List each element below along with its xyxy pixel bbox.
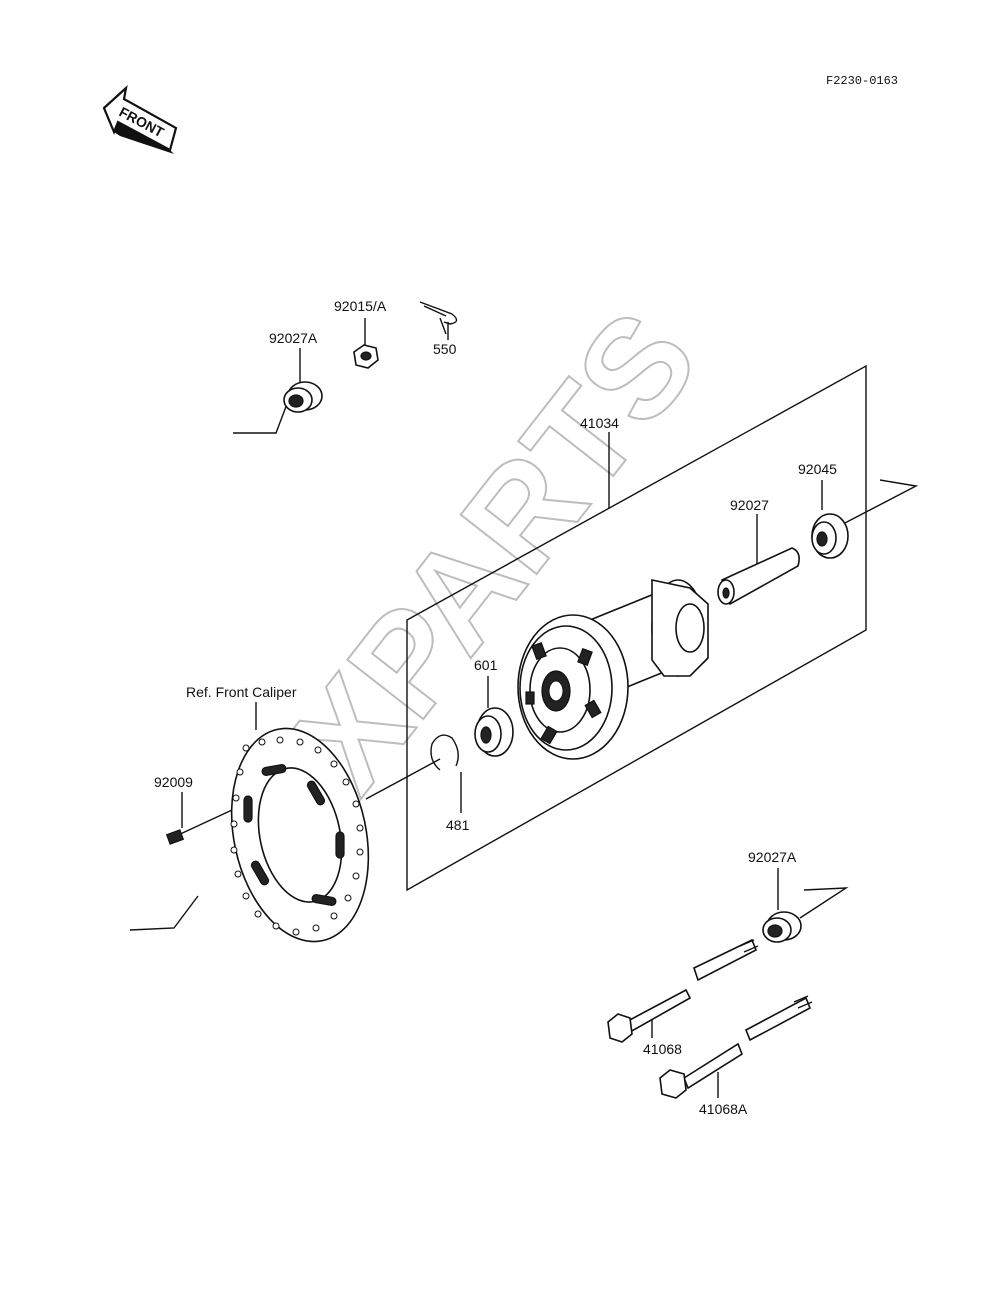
label-92009: 92009 [154, 774, 193, 790]
bearing-601 [474, 707, 514, 757]
circlip-481 [430, 734, 459, 771]
axis-lines [129, 395, 919, 931]
collar-92027a-top [283, 381, 323, 413]
label-481: 481 [446, 817, 470, 833]
axle-41068a [659, 995, 813, 1099]
label-41068a: 41068A [699, 1101, 748, 1117]
hub-41034 [517, 579, 709, 760]
label-92027a-bottom: 92027A [748, 849, 797, 865]
axle-41068 [607, 938, 759, 1043]
leader-lines [181, 318, 823, 1098]
label-41068: 41068 [643, 1041, 682, 1057]
label-92045: 92045 [798, 461, 837, 477]
cotter-pin-550 [419, 301, 458, 335]
label-92015a: 92015/A [334, 298, 387, 314]
brake-disc [230, 727, 370, 943]
bearing-92045 [811, 513, 849, 559]
label-ref-front-caliper: Ref. Front Caliper [186, 684, 297, 700]
label-601: 601 [474, 657, 498, 673]
front-arrow-icon: FRONT [102, 85, 178, 154]
assembly-boundary [406, 364, 867, 892]
part-labels: 92015/A 550 92027A 41034 92027 92045 601… [154, 298, 837, 1117]
figure-code: F2230-0163 [826, 74, 898, 88]
label-41034: 41034 [580, 415, 619, 431]
label-92027a-top: 92027A [269, 330, 318, 346]
screw-92009 [165, 829, 185, 845]
nut-92015a [353, 344, 379, 369]
collar-92027a-bottom [762, 911, 802, 943]
spacer-92027 [717, 547, 800, 606]
label-550: 550 [433, 341, 457, 357]
label-92027: 92027 [730, 497, 769, 513]
